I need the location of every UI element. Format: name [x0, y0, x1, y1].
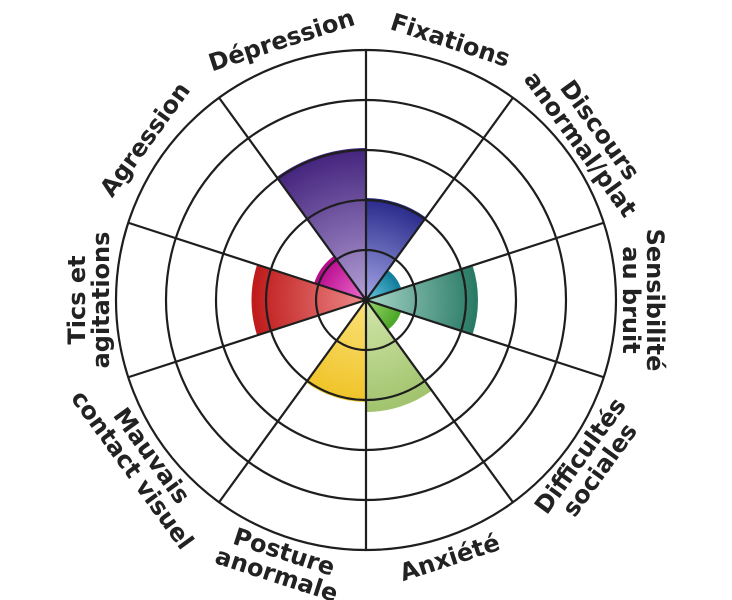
- category-label: Fixations: [387, 8, 513, 73]
- grid: [114, 48, 618, 552]
- sectors: [251, 148, 478, 412]
- category-label: Sensibilité: [641, 229, 669, 372]
- grid-spoke: [365, 97, 514, 301]
- sector-0: [366, 200, 425, 300]
- sector-4: [366, 300, 431, 410]
- sector-rim-2: [468, 265, 478, 335]
- category-label: Dépression: [205, 4, 358, 78]
- sector-rim-7: [251, 264, 261, 336]
- category-label: au bruit: [617, 246, 645, 353]
- grid-spoke: [127, 298, 367, 379]
- grid-spoke: [365, 299, 514, 503]
- sector-7: [253, 265, 366, 335]
- grid-spoke: [218, 299, 367, 503]
- grid-spoke: [127, 221, 367, 302]
- sector-5: [307, 300, 366, 400]
- sector-rim-8: [314, 255, 337, 285]
- category-label: Tics et: [63, 255, 91, 344]
- sector-3: [366, 300, 400, 329]
- grid-spoke: [365, 221, 605, 302]
- category-label: Anxiété: [396, 528, 503, 587]
- grid-spoke: [218, 97, 367, 301]
- sector-rim-4: [365, 387, 432, 412]
- category-label: agitations: [87, 232, 115, 369]
- sector-9: [277, 150, 366, 300]
- sector-2: [366, 266, 476, 334]
- grid-spoke: [365, 298, 605, 379]
- sector-1: [366, 271, 400, 300]
